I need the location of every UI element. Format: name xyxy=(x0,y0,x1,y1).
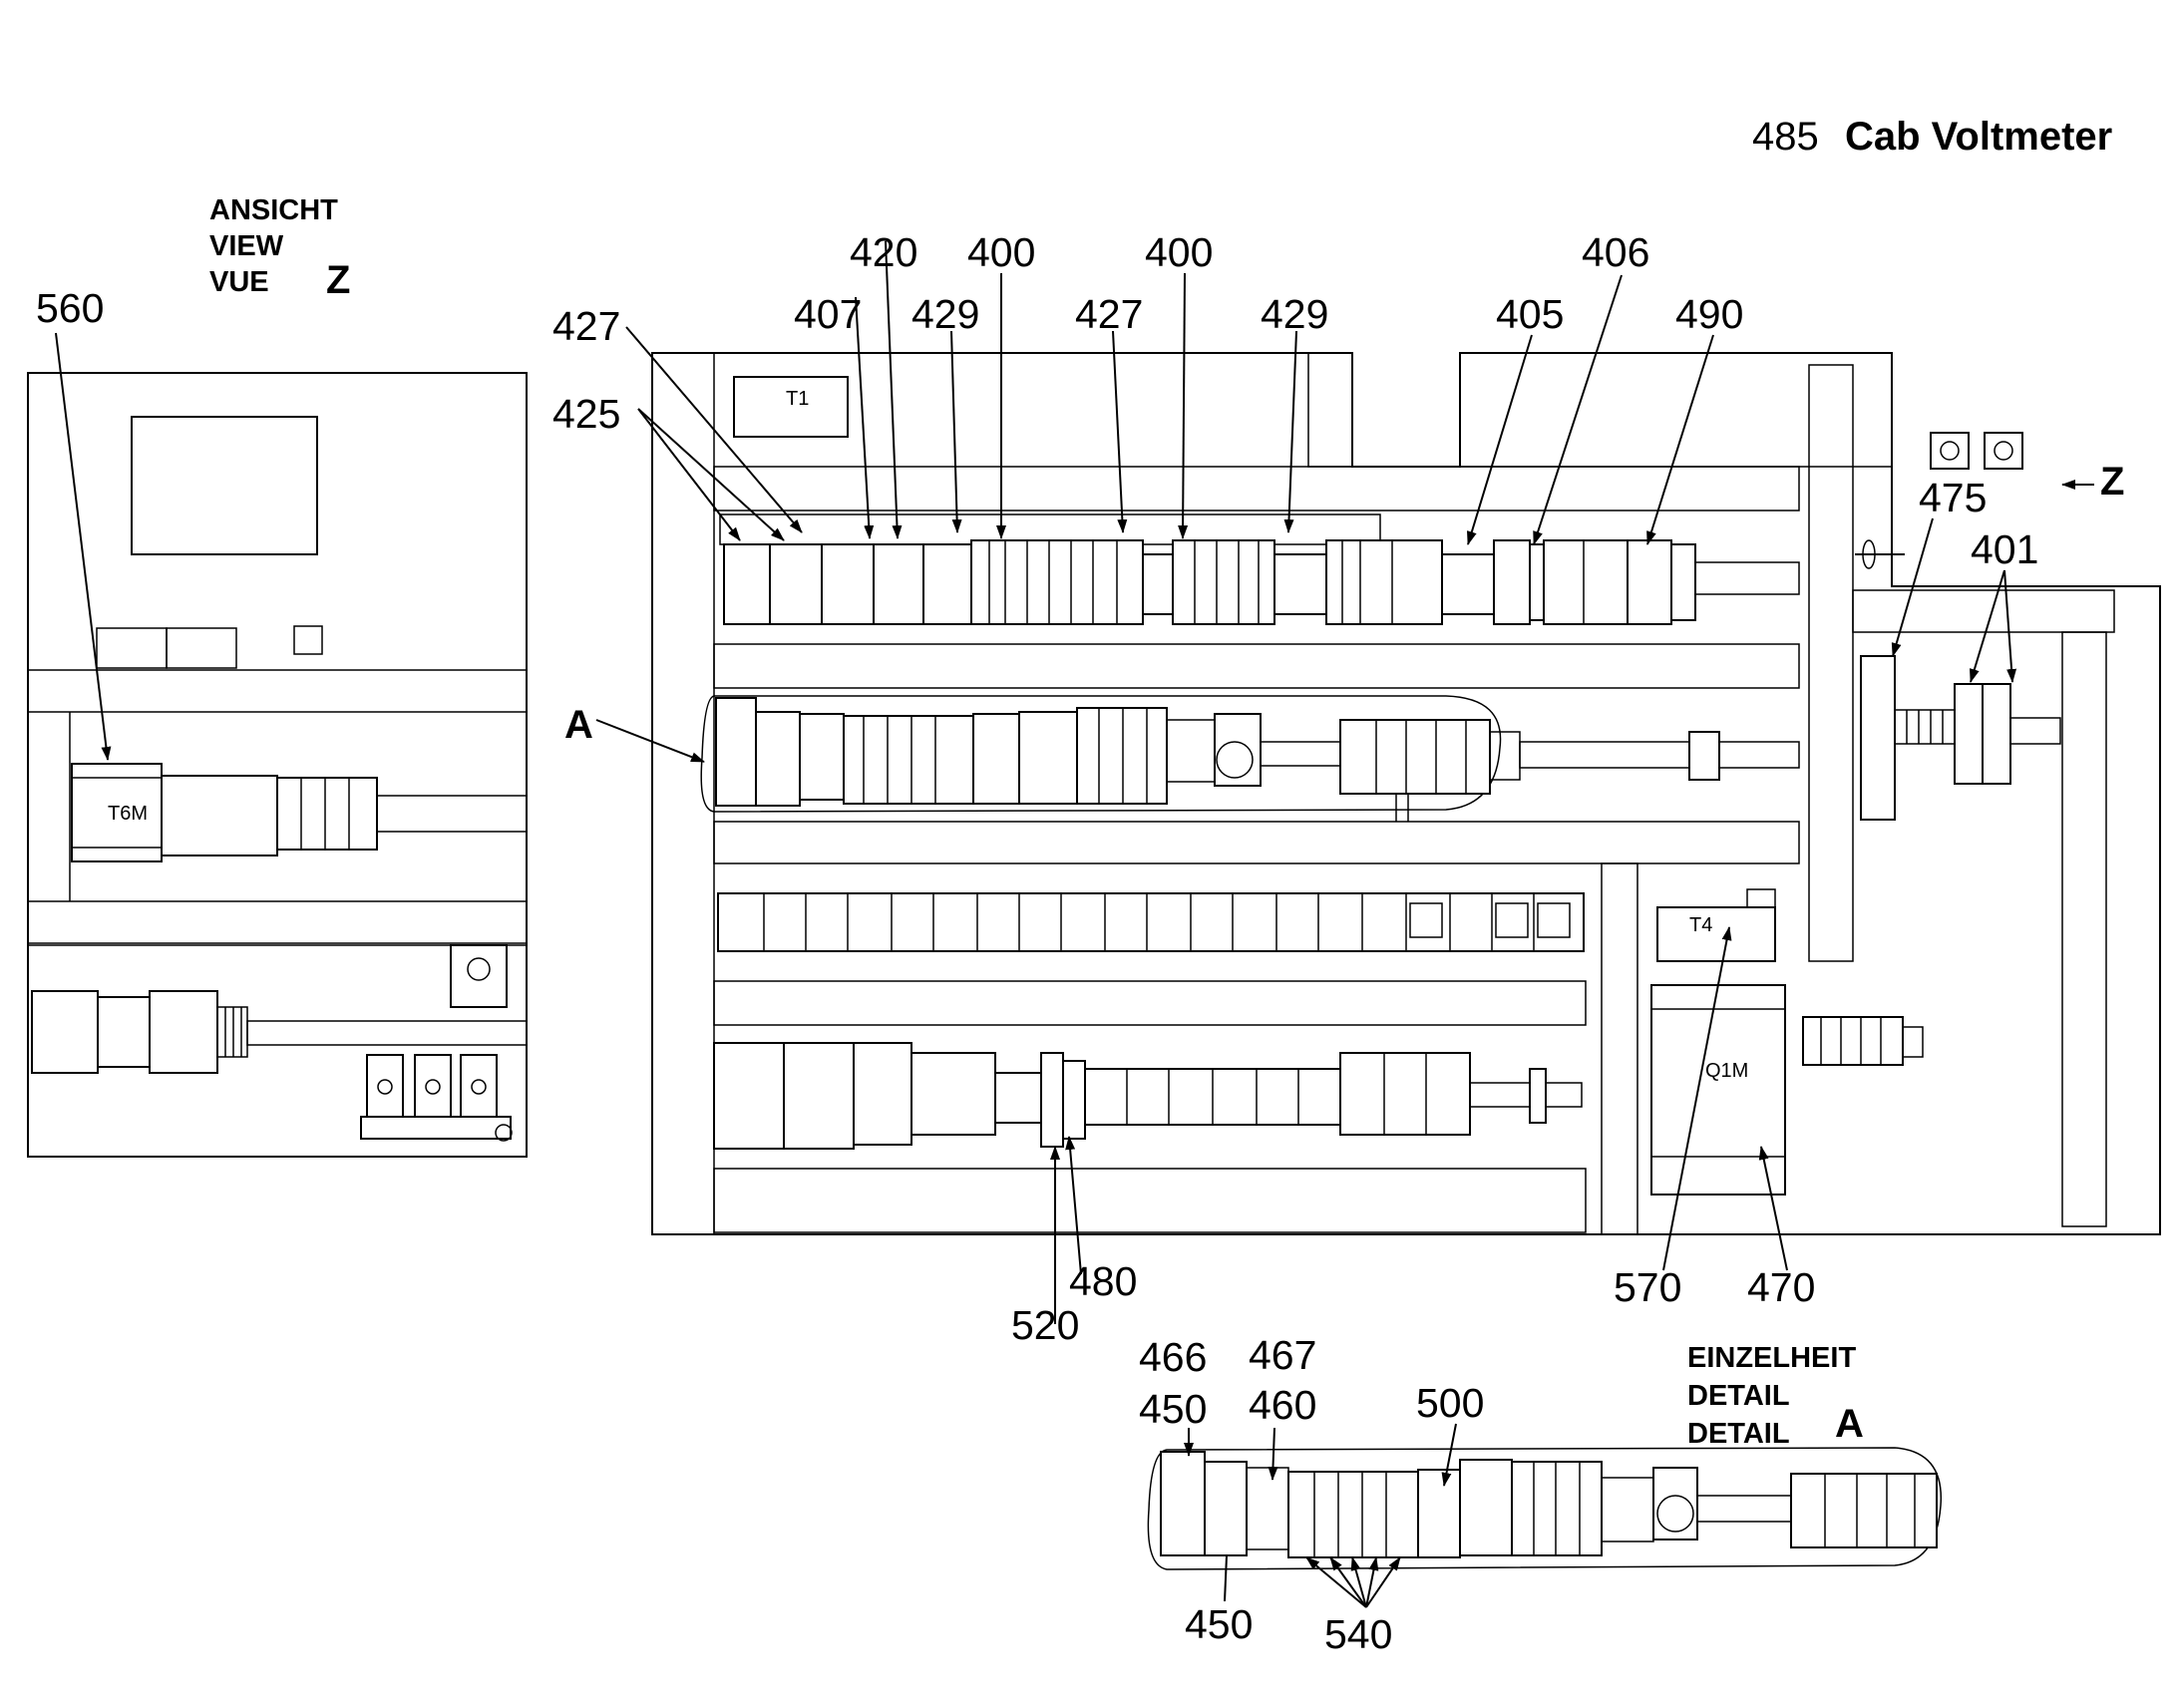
duct-3 xyxy=(713,821,1800,864)
duct-vertical-middle xyxy=(1601,862,1638,1235)
view-z-caption: ANSICHT VIEW VUE Z xyxy=(209,194,350,302)
callout-500: 500 xyxy=(1416,1380,1484,1426)
t6m-module xyxy=(161,775,278,856)
top-terminal-row xyxy=(719,513,1800,625)
view-z-duct-top xyxy=(27,669,528,713)
view-z-relay-block xyxy=(360,1054,513,1142)
duct-vertical-far-right xyxy=(2061,631,2107,1227)
callout-405: 405 xyxy=(1496,291,1564,337)
view-z-device-left xyxy=(31,990,99,1074)
t1-label: T1 xyxy=(786,388,809,410)
callout-570: 570 xyxy=(1614,1264,1681,1310)
callout-406: 406 xyxy=(1582,229,1649,275)
duct-475 xyxy=(1860,655,1896,821)
view-z-panel: T6M xyxy=(27,372,528,1158)
callout-427-b: 427 xyxy=(1075,291,1143,337)
t6m-label: T6M xyxy=(108,803,148,825)
duct-vertical-right xyxy=(1808,364,1854,962)
callout-400-b: 400 xyxy=(1145,229,1213,275)
leader-lines xyxy=(595,240,2094,1324)
callout-560: 560 xyxy=(36,285,104,331)
t4-transformer xyxy=(1656,906,1776,962)
third-terminal-row xyxy=(717,892,1585,952)
callout-427-a: 427 xyxy=(552,303,620,349)
callout-460: 460 xyxy=(1249,1382,1316,1428)
callout-450-a: 450 xyxy=(1139,1386,1207,1432)
view-z-meter xyxy=(450,944,508,1008)
callout-475: 475 xyxy=(1919,475,1987,520)
callout-407: 407 xyxy=(794,291,862,337)
t1-transformer xyxy=(733,376,849,438)
callout-467: 467 xyxy=(1249,1332,1316,1378)
detail-a-caption: EINZELHEIT DETAIL DETAIL A xyxy=(1687,1342,1864,1450)
view-z-line-2: VIEW xyxy=(209,230,284,262)
duct-2 xyxy=(713,643,1800,689)
callout-540: 540 xyxy=(1324,1611,1392,1657)
detail-a-callouts: 466 467 450 460 500 450 540 xyxy=(1139,1332,1484,1657)
title-number: 485 xyxy=(1752,115,1819,159)
marker-detail-a: A xyxy=(564,703,593,747)
duct-4 xyxy=(713,980,1587,1026)
detail-a-leaders xyxy=(1184,1423,1457,1608)
callout-401: 401 xyxy=(1971,526,2038,572)
detail-a-letter: A xyxy=(1835,1402,1864,1446)
diagram-title: 485 Cab Voltmeter xyxy=(1752,115,2112,159)
title-text: Cab Voltmeter xyxy=(1845,115,2112,159)
t6m-terminal-group xyxy=(276,777,378,851)
main-callouts: 420 400 400 406 427 407 429 427 429 405 … xyxy=(552,229,2124,1348)
view-z-plate-right xyxy=(166,627,237,669)
view-z-duct-middle xyxy=(27,900,528,944)
view-z-small-square xyxy=(293,625,323,655)
callout-520: 520 xyxy=(1011,1302,1079,1348)
marker-view-z: Z xyxy=(2100,460,2124,504)
q1m-side-terminals xyxy=(1802,1016,1924,1066)
view-z-letter: Z xyxy=(326,258,350,302)
callout-429-a: 429 xyxy=(911,291,979,337)
view-z-line-1: ANSICHT xyxy=(209,194,338,226)
view-z-line-3: VUE xyxy=(209,266,269,298)
callout-466: 466 xyxy=(1139,1334,1207,1380)
view-z-display-window xyxy=(131,416,318,555)
fourth-terminal-row xyxy=(713,1042,1583,1150)
q1m-label: Q1M xyxy=(1705,1060,1748,1082)
callout-420: 420 xyxy=(850,229,917,275)
meters-485 xyxy=(1930,432,2023,470)
t4-label: T4 xyxy=(1689,914,1712,936)
detail-a-drawing xyxy=(1147,1447,1943,1570)
duct-5 xyxy=(713,1168,1587,1233)
duct-1 xyxy=(713,466,1800,512)
detail-a-line-1: EINZELHEIT xyxy=(1687,1342,1856,1374)
detail-a-line-3: DETAIL xyxy=(1687,1418,1790,1450)
callout-450-b: 450 xyxy=(1185,1601,1253,1647)
detail-a-line-2: DETAIL xyxy=(1687,1380,1790,1412)
callout-470: 470 xyxy=(1747,1264,1815,1310)
callout-425: 425 xyxy=(552,391,620,437)
callout-490: 490 xyxy=(1675,291,1743,337)
detail-a-zone xyxy=(700,695,1800,822)
main-cabinet: T1 xyxy=(651,352,2161,1235)
relay-block-401 xyxy=(1894,683,2061,785)
callout-429-b: 429 xyxy=(1261,291,1328,337)
callout-400-a: 400 xyxy=(967,229,1035,275)
